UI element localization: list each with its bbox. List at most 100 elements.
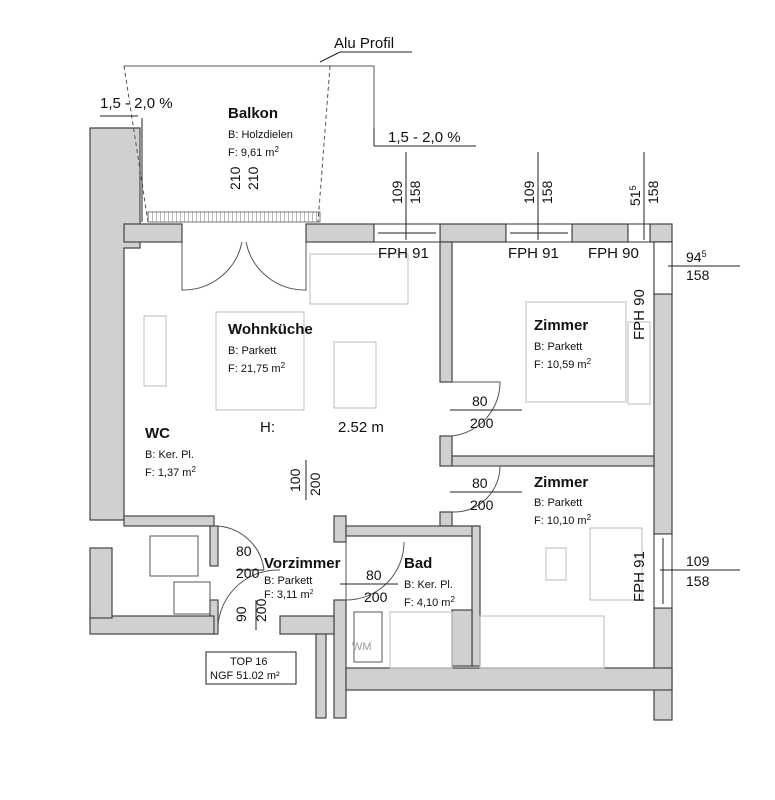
balcony-area: F: 9,61 m2: [228, 145, 279, 159]
zimmer2-door-width: 80: [472, 475, 488, 491]
slope-left-label: 1,5 - 2,0 %: [100, 95, 173, 112]
alu-profile-label: Alu Profil: [334, 35, 394, 52]
window-2-dim-a: 109: [521, 180, 537, 204]
bad-door-height: 200: [364, 589, 388, 605]
nightstand: [627, 321, 651, 405]
zimmer1-door-width: 80: [472, 393, 488, 409]
desk: [589, 527, 643, 601]
left-outer-wall: [89, 127, 141, 521]
washer-space: [353, 611, 383, 663]
interior-wall-zimmer-zimmer: [451, 455, 655, 467]
washer-label: WM: [352, 641, 372, 653]
window-5-dim-b: 158: [686, 573, 710, 589]
wohnkueche-door-height: 200: [307, 472, 323, 496]
window-2-label: FPH 91: [508, 245, 559, 262]
unit-label-box: [205, 651, 297, 685]
balcony-door-left: [181, 241, 243, 291]
bed-zimmer-2: [479, 615, 605, 669]
window-5-dim-a: 109: [686, 553, 710, 569]
top-wall-segment-3: [439, 223, 507, 243]
wohnkueche-door-width: 100: [287, 468, 303, 492]
bad-shaft: [451, 609, 473, 667]
balcony-slope-lines: [123, 65, 331, 223]
interior-wall-living-zimmer: [439, 241, 453, 383]
bad-area: F: 4,10 m2: [404, 595, 455, 609]
bottom-wall-wc: [89, 615, 215, 635]
wc-door-width: 80: [236, 543, 252, 559]
balcony-outline: [124, 65, 375, 128]
wc-name: WC: [145, 425, 170, 442]
bad-door: [345, 541, 405, 601]
vorzimmer-floor: B: Parkett: [264, 575, 312, 587]
zimmer1-floor: B: Parkett: [534, 341, 582, 353]
bed-zimmer-1: [525, 301, 627, 403]
coffee-table: [333, 341, 377, 409]
wc-area: F: 1,37 m2: [145, 465, 196, 479]
bathtub: [389, 611, 453, 669]
window-5-label: FPH 91: [631, 551, 648, 602]
interior-wall-stub: [439, 435, 453, 467]
window-1-dim-b: 158: [407, 180, 423, 204]
interior-wall-stub-2: [439, 511, 453, 527]
bad-left-wall: [333, 599, 347, 719]
alu-profile-leader: [319, 51, 341, 63]
window-1-label: FPH 91: [378, 245, 429, 262]
balcony-door-dim-b: 210: [245, 166, 261, 190]
window-1-dim-a: 109: [389, 180, 405, 204]
window-4-label: FPH 90: [631, 289, 648, 340]
top-wall-segment-2: [305, 223, 375, 243]
doors: [181, 241, 522, 635]
window-4: [653, 241, 673, 295]
dining-table: [215, 311, 305, 411]
wc-right-wall: [209, 525, 219, 567]
windows: [373, 152, 740, 609]
bad-top-wall: [345, 525, 479, 537]
zimmer1-door-height: 200: [470, 415, 494, 431]
window-4-dim-a: 945: [686, 249, 707, 265]
bottom-wall-right: [345, 667, 673, 691]
right-wall-segment-3: [653, 607, 673, 721]
window-2-dim-b: 158: [539, 180, 555, 204]
lower-left-wall: [89, 547, 113, 619]
zimmer1-name: Zimmer: [534, 317, 588, 334]
right-wall-segment-2: [653, 293, 673, 535]
wohnkueche-area: F: 21,75 m2: [228, 361, 286, 375]
balcony-name: Balkon: [228, 105, 278, 122]
labels: Alu Profil 1,5 - 2,0 % 1,5 - 2,0 % Balko…: [100, 35, 710, 682]
window-3-dim-a: 515: [627, 185, 643, 206]
zimmer1-area: F: 10,59 m2: [534, 357, 592, 371]
balcony-door-right: [245, 241, 307, 291]
wc-top-wall: [123, 515, 215, 527]
height-value: 2.52 m: [338, 419, 384, 436]
window-3-dim-b: 158: [645, 180, 661, 204]
unit-top-label: TOP 16: [230, 656, 268, 668]
bad-door-width: 80: [366, 567, 382, 583]
entry-door-width: 90: [233, 606, 249, 622]
zimmer2-floor: B: Parkett: [534, 497, 582, 509]
sofa: [309, 253, 409, 305]
balcony: [100, 51, 476, 223]
wohnkueche-floor: B: Parkett: [228, 345, 276, 357]
window-3: [627, 223, 651, 243]
balcony-deck-edge: [147, 211, 321, 223]
zimmer2-area: F: 10,10 m2: [534, 513, 592, 527]
bad-right-wall: [471, 525, 481, 667]
slope-right-label: 1,5 - 2,0 %: [388, 129, 461, 146]
entry-door-height: 200: [253, 598, 269, 622]
wohnkueche-name: Wohnküche: [228, 321, 313, 338]
zimmer2-door-height: 200: [470, 497, 494, 513]
wc-door-height: 200: [236, 565, 260, 581]
window-3-label: FPH 90: [588, 245, 639, 262]
kitchen-counter: [143, 315, 167, 387]
bottom-wall-entry: [279, 615, 335, 635]
zimmer2-name: Zimmer: [534, 474, 588, 491]
height-label: H:: [260, 419, 275, 436]
balcony-door-dim-a: 210: [227, 166, 243, 190]
window-4-dim-b: 158: [686, 267, 710, 283]
chair: [545, 547, 567, 581]
top-wall-segment-5: [649, 223, 673, 243]
entry-door: [217, 569, 281, 635]
wc-door: [213, 525, 265, 571]
stair-wall: [315, 633, 327, 719]
